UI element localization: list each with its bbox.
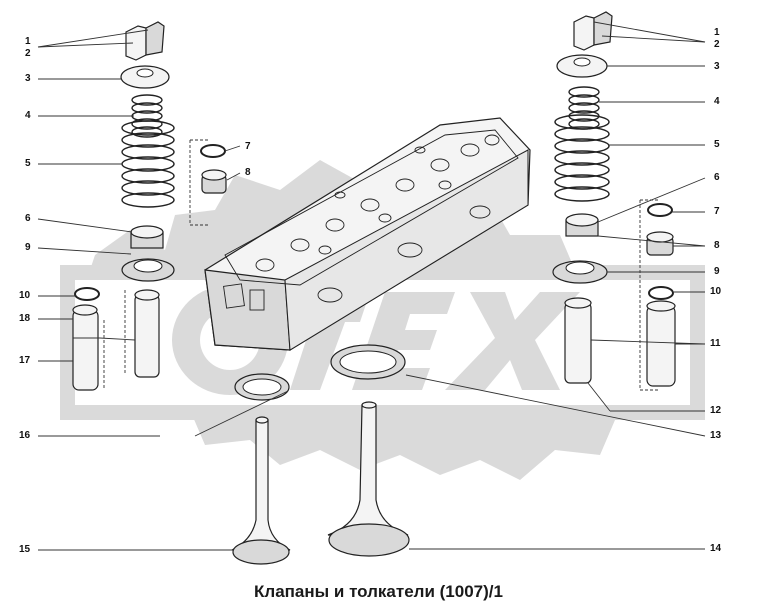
leader-lines <box>37 21 706 551</box>
callout-left-8: 8 <box>245 167 251 178</box>
callout-right-13: 13 <box>710 430 722 441</box>
callout-right-5: 5 <box>714 139 720 150</box>
callout-right-11: 11 <box>710 338 721 349</box>
callout-right-9: 9 <box>714 266 720 277</box>
callout-left-9: 9 <box>25 242 31 253</box>
callout-left-2: 2 <box>25 48 31 59</box>
callout-right-4: 4 <box>714 96 720 107</box>
callout-left-18: 18 <box>19 313 31 324</box>
center-valve-parts <box>327 344 410 557</box>
cylinder-head <box>204 117 531 351</box>
callout-right-3: 3 <box>714 61 720 72</box>
callout-left-5: 5 <box>25 158 31 169</box>
callout-left-16: 16 <box>19 430 31 441</box>
callout-right-6: 6 <box>714 172 720 183</box>
brackets <box>103 139 660 391</box>
callout-left-1: 1 <box>25 36 31 47</box>
callout-right-10: 10 <box>710 286 722 297</box>
left-valve-parts <box>72 21 291 565</box>
callout-left-15: 15 <box>19 544 31 555</box>
callout-right-14: 14 <box>710 543 722 554</box>
callout-right-12: 12 <box>710 405 722 416</box>
callout-left-3: 3 <box>25 73 31 84</box>
callout-right-1: 1 <box>714 27 720 38</box>
callout-left-6: 6 <box>25 213 31 224</box>
callout-left-10: 10 <box>19 290 31 301</box>
diagram-caption: Клапаны и толкатели (1007)/1 <box>254 582 503 601</box>
callout-right-7: 7 <box>714 206 720 217</box>
callout-right-2: 2 <box>714 39 720 50</box>
callout-left-4: 4 <box>25 110 31 121</box>
callout-left-7: 7 <box>245 141 251 152</box>
callout-left-17: 17 <box>19 355 31 366</box>
callout-right-8: 8 <box>714 240 720 251</box>
